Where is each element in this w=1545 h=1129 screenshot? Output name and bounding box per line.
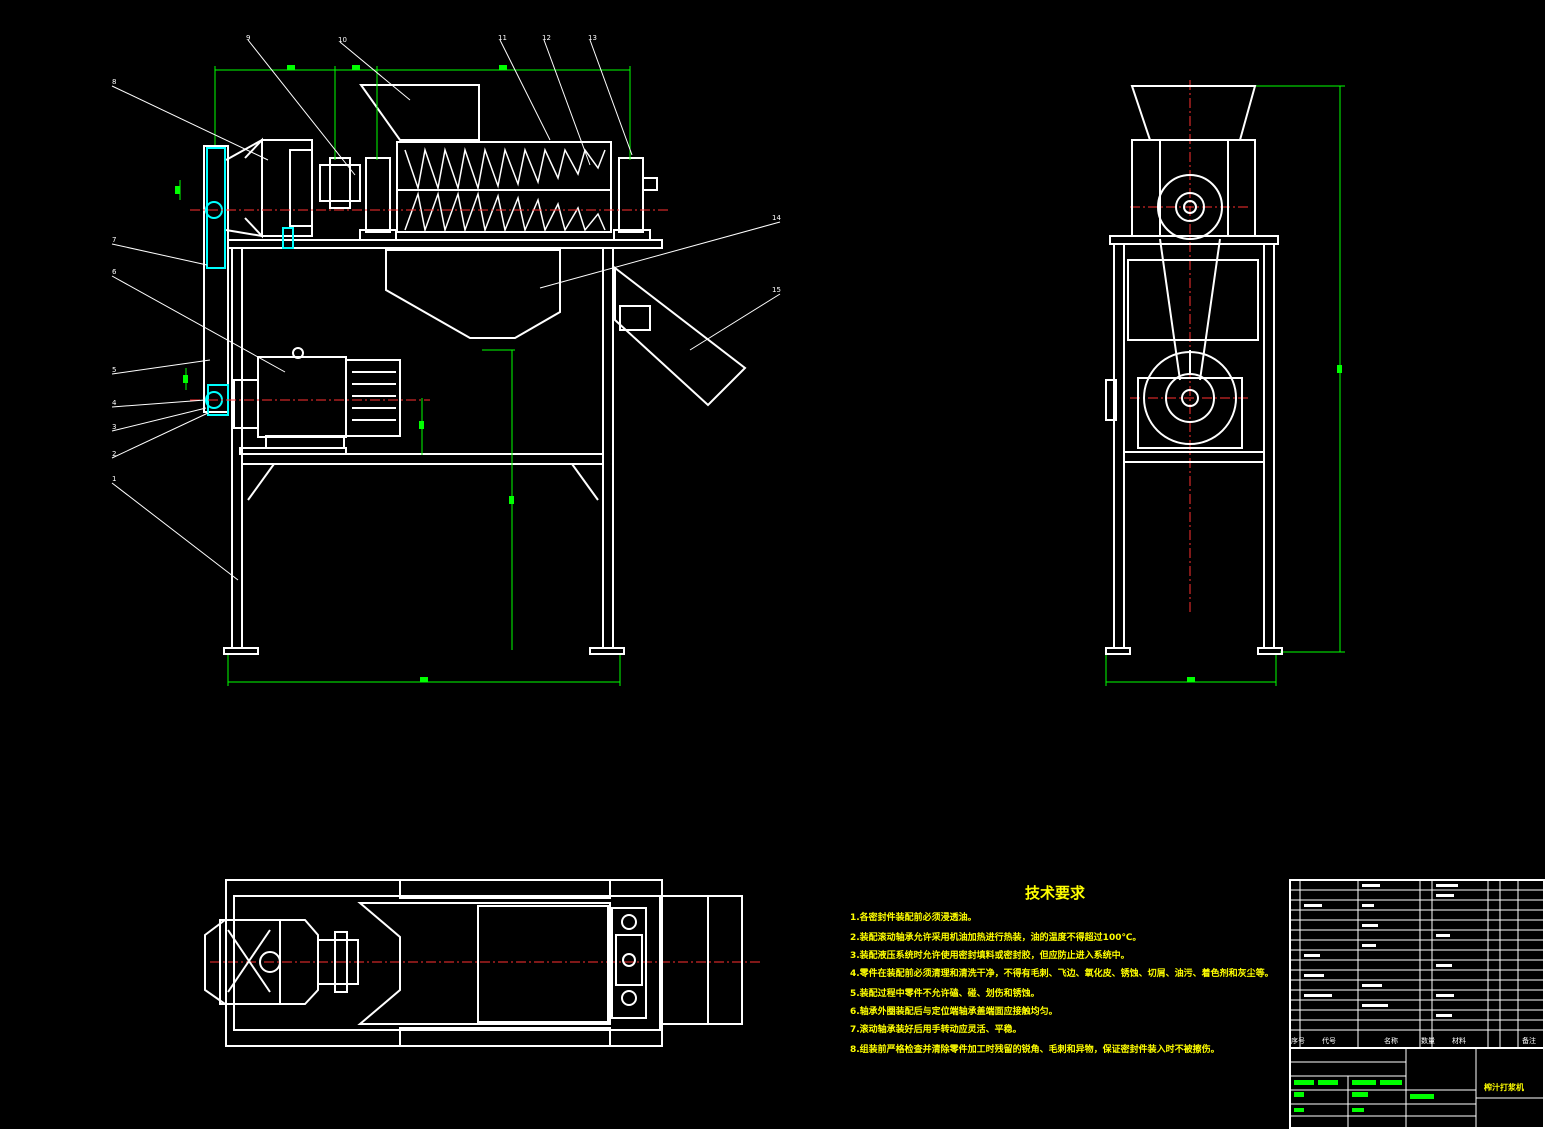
tech-req-4: 4.零件在装配前必须清理和清洗干净，不得有毛刺、飞边、氧化皮、锈蚀、切屑、油污、…: [850, 967, 1274, 979]
callout-13: 13: [588, 34, 597, 42]
tb-header-remark: 备注: [1522, 1036, 1536, 1045]
callout-15: 15: [772, 286, 781, 294]
callout-10: 10: [338, 36, 347, 44]
tech-req-7: 7.滚动轴承装好后用手转动应灵活、平稳。: [850, 1023, 1022, 1035]
callout-2: 2: [112, 450, 116, 458]
tech-req-5: 5.装配过程中零件不允许磕、碰、划伤和锈蚀。: [850, 987, 1040, 999]
callout-8: 8: [112, 78, 116, 86]
dimension-marks: [175, 65, 1342, 682]
callout-14: 14: [772, 214, 781, 222]
side-view: [1105, 85, 1283, 655]
callout-4: 4: [112, 399, 117, 407]
tech-req-8: 8.组装前严格检查并清除零件加工时残留的锐角、毛刺和异物，保证密封件装入时不被擦…: [850, 1043, 1220, 1055]
callout-7: 7: [112, 236, 116, 244]
callout-1: 1: [112, 475, 116, 483]
callout-11: 11: [498, 34, 507, 42]
top-view: [204, 879, 743, 1047]
callout-9: 9: [246, 34, 250, 42]
tb-header-material: 材料: [1452, 1036, 1466, 1045]
title-block-fills: [1304, 884, 1458, 1017]
drawing-name: 榨汁打浆机: [1484, 1082, 1524, 1092]
dimension-lines: [179, 66, 1345, 686]
centerlines: [190, 80, 1250, 963]
callout-12: 12: [542, 34, 551, 42]
tb-header-qty: 数量: [1421, 1036, 1435, 1045]
callout-labels: 9 10 11 12 13 8 7 6 5 4 3 2 1 14 15: [112, 34, 781, 483]
title-block: [1289, 879, 1545, 1129]
tech-req-3: 3.装配液压系统时允许使用密封填料或密封胶，但应防止进入系统中。: [850, 949, 1130, 961]
leader-lines: [111, 39, 781, 581]
tech-req-1: 1.各密封件装配前必须浸透油。: [850, 911, 977, 923]
tb-header-code: 代号: [1322, 1036, 1336, 1045]
title-block-green: [1294, 1080, 1434, 1112]
tech-requirements-title: 技术要求: [1025, 884, 1086, 902]
tech-req-2: 2.装配滚动轴承允许采用机油加热进行热装，油的温度不得超过100℃。: [850, 931, 1141, 943]
front-view: [203, 84, 747, 655]
callout-6: 6: [112, 268, 117, 276]
tb-header-name: 名称: [1384, 1036, 1398, 1045]
tech-requirements: 技术要求 1.各密封件装配前必须浸透油。 2.装配滚动轴承允许采用机油加热进行热…: [850, 884, 1274, 1055]
tech-req-6: 6.轴承外圈装配后与定位端轴承盖端面应接触均匀。: [850, 1005, 1058, 1017]
callout-5: 5: [112, 366, 116, 374]
callout-3: 3: [112, 423, 116, 431]
pulley-parts: [205, 147, 294, 416]
tb-header-no: 序号: [1291, 1036, 1305, 1045]
title-block-headers: 序号 代号 名称 数量 材料 备注 榨汁打浆机: [1291, 1036, 1536, 1092]
